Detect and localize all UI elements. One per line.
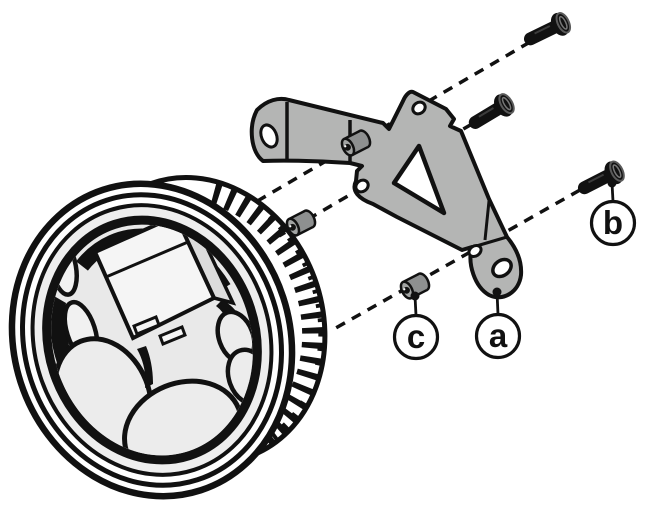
bracket-fold-3 (483, 200, 491, 241)
callout-b: b (589, 178, 637, 247)
callout-a-letter: a (489, 317, 508, 354)
bracket-tab-hole (491, 257, 513, 279)
callout-a-dot (492, 287, 502, 297)
assembly-line-bottom (333, 188, 581, 331)
bracket-top-hole (411, 100, 427, 116)
callout-b-dot (607, 178, 617, 188)
bracket-body (249, 89, 524, 300)
callout-b-letter: b (603, 204, 623, 241)
callout-b-circle (589, 199, 637, 247)
projector-clip-1 (132, 315, 161, 336)
screw-1 (525, 10, 573, 50)
callout-c-circle (392, 313, 440, 361)
projector-clip-2 (158, 325, 187, 346)
headlight-illustration (8, 174, 335, 500)
bracket-arm-slot-hole (259, 123, 279, 149)
bezel-ring-2 (20, 192, 284, 488)
callout-c-dot (410, 291, 420, 301)
bracket-triangle-cutout (391, 143, 447, 216)
screw-3 (579, 158, 627, 198)
left-shadow-wedge (50, 296, 71, 363)
mounting-bracket (249, 89, 524, 300)
projector-box-seam (105, 240, 189, 279)
projector-box-face (92, 213, 217, 341)
callout-c: c (392, 291, 440, 361)
center-shadow-wedge (137, 346, 153, 388)
callout-a-circle (474, 312, 522, 360)
bracket-lower-hole (467, 243, 483, 259)
bracket-middle-hole (354, 178, 370, 194)
callout-a: a (474, 287, 522, 360)
callout-c-letter: c (407, 318, 425, 355)
screw-2 (469, 91, 517, 133)
